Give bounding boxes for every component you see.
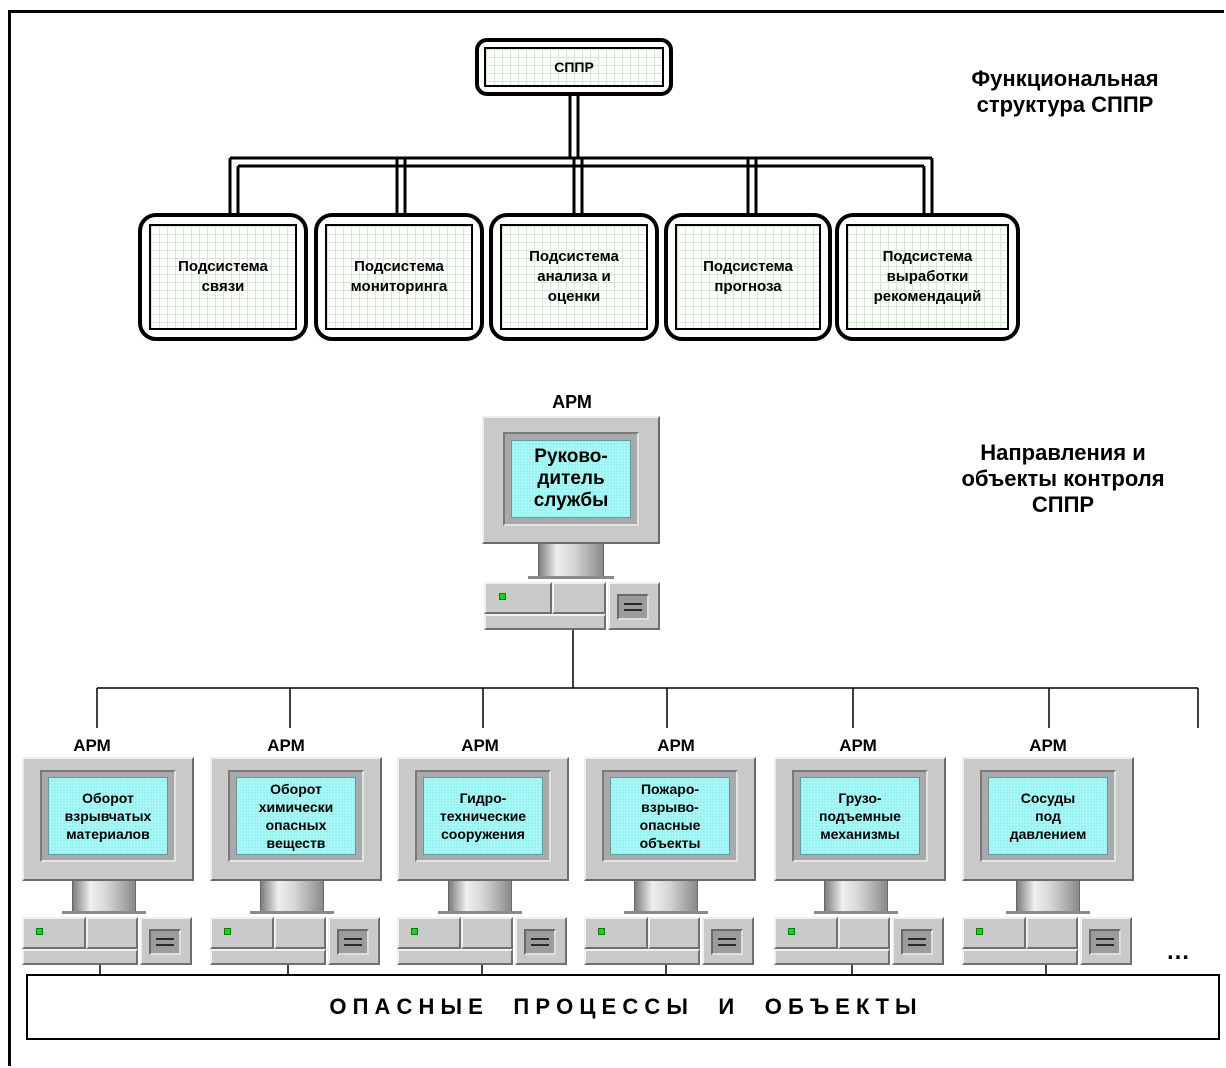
monitor-stand (448, 881, 512, 911)
system-unit-icon (210, 917, 274, 949)
monitor-stand (634, 881, 698, 911)
monitor-stand (260, 881, 324, 911)
functional-structure-title: Функциональная структура СППР (971, 66, 1159, 117)
workstation-label: АРМ (73, 736, 111, 755)
subsystem-analysis: Подсистема анализа и оценки (489, 213, 659, 341)
disk-drive-icon (524, 929, 556, 955)
system-unit-icon (962, 917, 1026, 949)
workstation-screen: Оборот химически опасных веществ (236, 777, 356, 855)
workstation-screen: Пожаро- взрыво- опасные объекты (610, 777, 730, 855)
workstation-label: АРМ (552, 392, 592, 412)
disk-drive-icon (337, 929, 369, 955)
system-unit-icon (774, 917, 838, 949)
root-node-label: СППР (484, 47, 664, 87)
workstation-label: АРМ (657, 736, 695, 755)
subsystem-communication: Подсистема связи (138, 213, 308, 341)
workstation-label: АРМ (1029, 736, 1067, 755)
subsystem-recommendations: Подсистема выработки рекомендаций (835, 213, 1020, 341)
power-led-icon (976, 928, 983, 935)
subsystem-label: Подсистема связи (149, 224, 297, 330)
continuation-ellipsis: … (1166, 938, 1190, 965)
system-unit-icon (22, 917, 86, 949)
diagram-frame (8, 10, 1224, 1066)
disk-drive-icon (1089, 929, 1121, 955)
power-led-icon (499, 593, 506, 600)
power-led-icon (598, 928, 605, 935)
directions-title: Направления и объекты контроля СППР (961, 440, 1165, 517)
head-workstation-screen: Руково- дитель службы (511, 440, 631, 518)
disk-drive-icon (149, 929, 181, 955)
power-led-icon (788, 928, 795, 935)
workstation-label: АРМ (267, 736, 305, 755)
monitor-stand (824, 881, 888, 911)
workstation-screen: Оборот взрывчатых материалов (48, 777, 168, 855)
subsystem-label: Подсистема выработки рекомендаций (846, 224, 1009, 330)
hazardous-processes-box: О П А С Н Ы Е П Р О Ц Е С С Ы И О Б Ъ Е … (26, 974, 1220, 1040)
monitor-stand (1016, 881, 1080, 911)
subsystem-label: Подсистема мониторинга (325, 224, 473, 330)
workstation-screen: Грузо- подъемные механизмы (800, 777, 920, 855)
workstation-screen: Сосуды под давлением (988, 777, 1108, 855)
system-unit-icon (584, 917, 648, 949)
workstation-label: АРМ (461, 736, 499, 755)
subsystem-label: Подсистема прогноза (675, 224, 821, 330)
subsystem-forecast: Подсистема прогноза (664, 213, 832, 341)
monitor-stand (72, 881, 136, 911)
power-led-icon (224, 928, 231, 935)
disk-drive-icon (901, 929, 933, 955)
system-unit-icon (484, 582, 552, 614)
subsystem-label: Подсистема анализа и оценки (500, 224, 648, 330)
disk-drive-icon (711, 929, 743, 955)
disk-drive-icon (617, 594, 649, 620)
workstation-label: АРМ (839, 736, 877, 755)
subsystem-monitoring: Подсистема мониторинга (314, 213, 484, 341)
power-led-icon (411, 928, 418, 935)
system-unit-icon (397, 917, 461, 949)
workstation-screen: Гидро- технические сооружения (423, 777, 543, 855)
root-node-sppr: СППР (475, 38, 673, 96)
monitor-stand (538, 544, 604, 576)
power-led-icon (36, 928, 43, 935)
